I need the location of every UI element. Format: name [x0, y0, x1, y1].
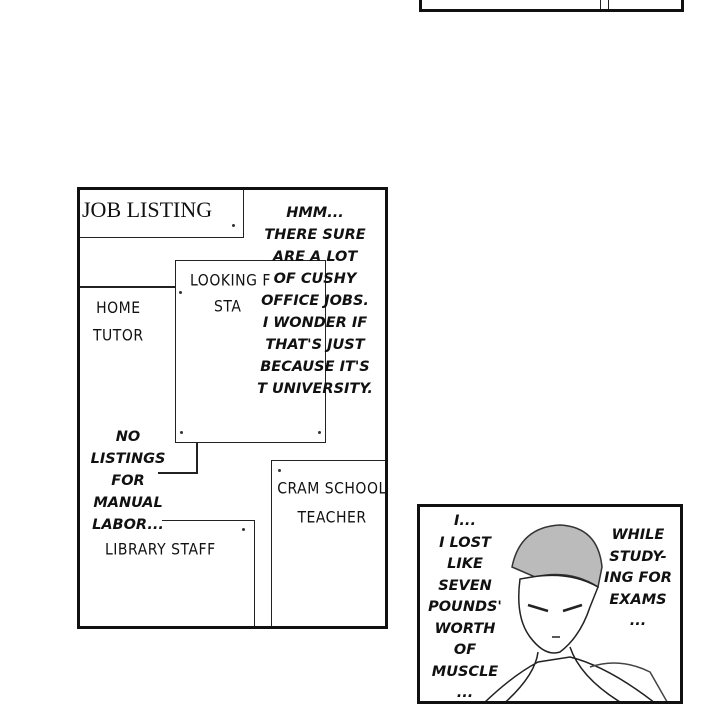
notice-looking-text: LOOKING F — [190, 271, 271, 291]
notice-home-tutor: HOME TUTOR — [93, 299, 144, 345]
cram-school-text: CRAM SCHOOL TEACHER — [277, 479, 387, 527]
job-listing-sign: JOB LISTING — [80, 190, 244, 238]
character-panel: I... I LOST LIKE SEVEN POUNDS' WORTH OF … — [417, 504, 683, 704]
thought-bubble-cushy-jobs: HMM... THERE SURE ARE A LOT OF CUSHY OFF… — [257, 205, 373, 397]
notice-looking-for-staff: LOOKING F STA — [175, 260, 326, 443]
library-staff-text: LIBRARY STAFF — [105, 540, 216, 560]
speech-bubble-studying: WHILE STUDY- ING FOR EXAMS ... — [604, 527, 672, 629]
speech-bubble-lost-muscle: I... I LOST LIKE SEVEN POUNDS' WORTH OF … — [428, 513, 502, 701]
top-panel-partial — [419, 0, 684, 12]
job-board-panel: JOB LISTING LOOKING F STA HOME TUTOR CRA… — [77, 187, 388, 629]
notice-library-staff: LIBRARY STAFF — [105, 520, 255, 626]
notice-looking-text-2: STA — [214, 297, 242, 317]
character-illustration — [485, 524, 668, 701]
thought-bubble-no-listings: NO LISTINGS FOR MANUAL LABOR... — [90, 429, 166, 533]
job-listing-sign-text: JOB LISTING — [82, 197, 213, 222]
notice-cram-school: CRAM SCHOOL TEACHER — [271, 460, 387, 626]
